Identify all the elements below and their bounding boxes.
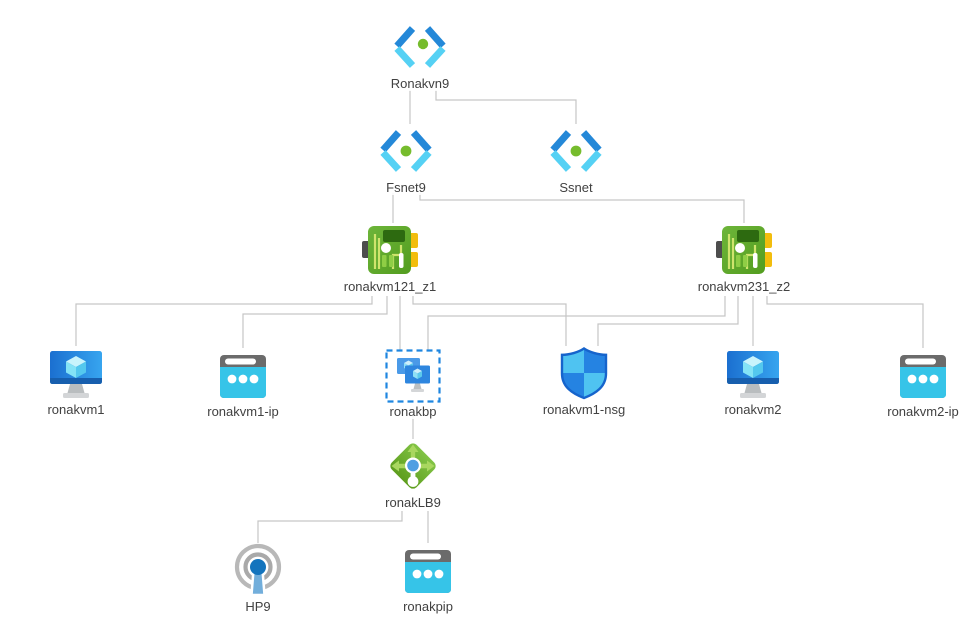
health-probe-icon xyxy=(230,542,286,598)
node-label: Fsnet9 xyxy=(384,180,428,195)
node-label: HP9 xyxy=(243,599,273,614)
subnet-icon xyxy=(378,123,434,179)
node-label: ronakvm2 xyxy=(722,402,784,417)
node-label: ronakvm1-nsg xyxy=(540,402,628,417)
node-ronakvm1-ip[interactable]: ronakvm1-ip xyxy=(173,347,313,419)
node-label: ronakvm1-ip xyxy=(205,404,281,419)
public-ip-icon xyxy=(400,542,456,598)
node-fsnet9[interactable]: Fsnet9 xyxy=(336,123,476,195)
backend-pool-icon xyxy=(385,349,441,403)
edge-ronakvm121_z1-ronakvm1 xyxy=(75,296,373,346)
node-label: ronakbp xyxy=(387,404,439,419)
node-HP9[interactable]: HP9 xyxy=(188,542,328,614)
node-ronakvn9[interactable]: Ronakvn9 xyxy=(350,19,490,91)
node-ssnet[interactable]: Ssnet xyxy=(506,123,646,195)
virtual-machine-icon xyxy=(725,345,781,401)
node-label: Ssnet xyxy=(557,180,595,195)
network-interface-icon xyxy=(716,222,772,278)
public-ip-icon xyxy=(895,347,951,403)
edge-ronakvm231_z2-ronakvm2-ip xyxy=(766,296,924,348)
node-ronakLB9[interactable]: ronakLB9 xyxy=(343,438,483,510)
node-ronakvm231_z2[interactable]: ronakvm231_z2 xyxy=(674,222,814,294)
node-ronakvm2-ip[interactable]: ronakvm2-ip xyxy=(853,347,970,419)
node-ronakbp[interactable]: ronakbp xyxy=(343,349,483,419)
node-label: ronakvm231_z2 xyxy=(695,279,793,294)
edge-fsnet9-ronakvm231_z2 xyxy=(419,193,745,223)
node-label: ronakvm1 xyxy=(45,402,107,417)
subnet-icon xyxy=(548,123,604,179)
node-label: Ronakvn9 xyxy=(388,76,452,91)
edge-ronakvm121_z1-ronakvm1-nsg xyxy=(412,296,567,346)
node-ronakvm1-nsg[interactable]: ronakvm1-nsg xyxy=(514,345,654,417)
edge-ronakvm231_z2-ronakbp xyxy=(427,296,726,350)
edge-ronakvm121_z1-ronakvm1-ip xyxy=(242,296,388,348)
edge-ronakvm231_z2-ronakvm1-nsg xyxy=(597,296,739,346)
node-label: ronakvm121_z1 xyxy=(341,279,439,294)
virtual-machine-icon xyxy=(48,345,104,401)
node-label: ronakLB9 xyxy=(383,495,443,510)
node-ronakvm121_z1[interactable]: ronakvm121_z1 xyxy=(320,222,460,294)
node-label: ronakpip xyxy=(401,599,455,614)
edge-ronakvn9-ssnet xyxy=(435,90,577,124)
node-label: ronakvm2-ip xyxy=(885,404,961,419)
node-ronakpip[interactable]: ronakpip xyxy=(358,542,498,614)
node-ronakvm1[interactable]: ronakvm1 xyxy=(6,345,146,417)
network-security-group-icon xyxy=(556,345,612,401)
node-ronakvm2[interactable]: ronakvm2 xyxy=(683,345,823,417)
load-balancer-icon xyxy=(385,438,441,494)
virtual-network-icon xyxy=(392,19,448,75)
network-interface-icon xyxy=(362,222,418,278)
public-ip-icon xyxy=(215,347,271,403)
edge-ronakLB9-HP9 xyxy=(257,511,403,543)
